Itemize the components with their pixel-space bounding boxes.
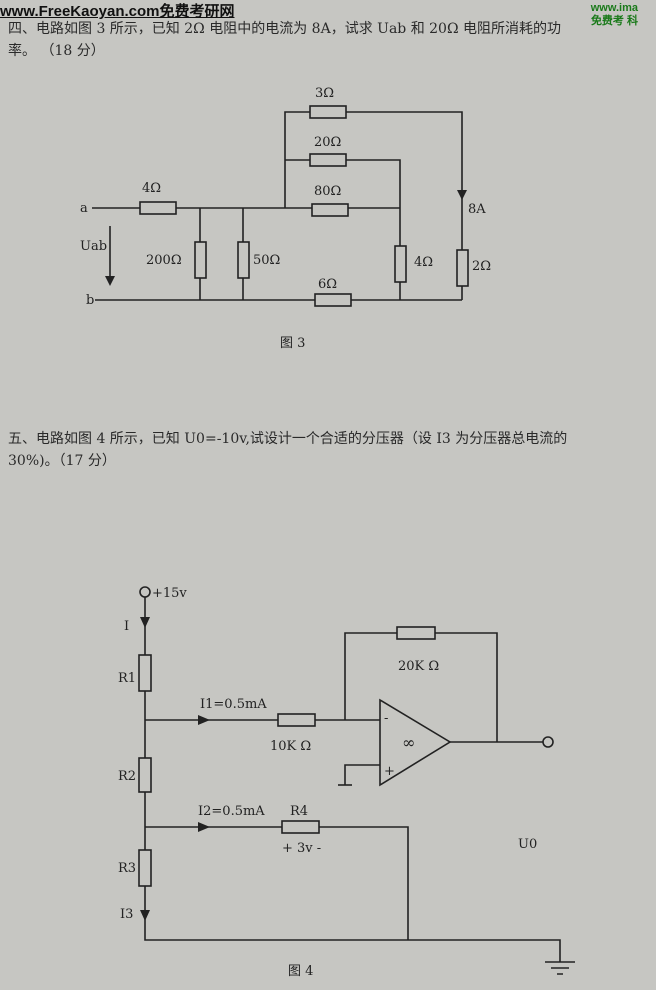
circuit-label: 4Ω <box>414 255 433 270</box>
voltage-arrow-icon <box>105 276 115 286</box>
circuit-label: a <box>80 201 88 216</box>
resistor-r2 <box>138 757 152 793</box>
resistor-10k <box>277 713 316 727</box>
circuit-label: 50Ω <box>253 253 280 268</box>
opamp <box>379 698 452 787</box>
circuit-label: 3Ω <box>315 86 334 101</box>
resistor-80ohm <box>311 203 349 217</box>
figure-4-circuit: +15v I R1 R2 R3 I3 I1=0.5mA 10K Ω I2=0.5… <box>118 586 575 979</box>
circuit-label: I3 <box>120 907 133 922</box>
watermark-site: www.FreeKaoyan.com免费考研网 <box>0 3 235 20</box>
circuit-label: + <box>384 764 395 779</box>
resistor-2ohm <box>456 249 469 287</box>
circuit-label: 4Ω <box>142 181 161 196</box>
circuit-label: I <box>124 619 129 634</box>
current-arrow-icon <box>140 617 150 628</box>
current-arrow-icon <box>198 822 210 832</box>
circuit-label: b <box>86 293 94 308</box>
resistor-r3 <box>138 849 152 887</box>
question-5-text: 五、电路如图 4 所示，已知 U0=-10v,试设计一个合适的分压器（设 I3 … <box>8 431 568 469</box>
circuit-label: R3 <box>118 861 136 876</box>
circuit-label: 图 4 <box>288 964 313 979</box>
circuit-label: 10K Ω <box>270 739 311 754</box>
circuit-label: 80Ω <box>314 184 341 199</box>
resistor-50ohm <box>237 241 250 279</box>
resistor-6ohm <box>314 293 352 307</box>
circuit-label: I1=0.5mA <box>200 697 267 712</box>
circuit-label: R2 <box>118 769 136 784</box>
question-4-text: 四、电路如图 3 所示，已知 2Ω 电阻中的电流为 8A，试求 Uab 和 20… <box>8 21 562 59</box>
circuit-label: 2Ω <box>472 259 491 274</box>
circuit-label: I2=0.5mA <box>198 804 265 819</box>
circuit-label: 20K Ω <box>398 659 439 674</box>
resistor-20ohm <box>309 153 347 167</box>
circuit-label: 图 3 <box>280 336 305 351</box>
circuit-label: R1 <box>118 671 136 686</box>
circuit-label: 200Ω <box>146 253 182 268</box>
circuit-label: R4 <box>290 804 308 819</box>
resistor-r4 <box>281 820 320 834</box>
circuit-wire <box>139 586 151 598</box>
circuit-label: U0 <box>518 837 537 852</box>
output-terminal <box>542 736 554 748</box>
ground-icon <box>545 961 575 975</box>
resistor-3ohm <box>309 105 347 119</box>
circuit-label: - <box>384 711 388 726</box>
resistor-4ohm <box>139 201 177 215</box>
circuit-label: + 3v - <box>282 841 321 856</box>
current-arrow-icon <box>198 715 210 725</box>
circuit-label: 8A <box>468 202 486 217</box>
circuit-label: 20Ω <box>314 135 341 150</box>
resistor-200ohm <box>194 241 207 279</box>
circuit-wire <box>144 597 561 962</box>
circuit-label: +15v <box>152 586 187 601</box>
resistor-r1 <box>138 654 152 692</box>
current-arrow-icon <box>457 190 467 200</box>
circuit-label: Uab <box>80 239 107 254</box>
circuit-label: 6Ω <box>318 277 337 292</box>
figure-3-circuit: a b Uab 4Ω 200Ω 50Ω 3Ω 20Ω 80Ω 4Ω 2Ω 6Ω … <box>80 86 491 351</box>
circuit-label: ∞ <box>402 733 415 752</box>
resistor-4ohm-b <box>394 245 407 283</box>
resistor-20k <box>396 626 436 640</box>
current-arrow-icon <box>140 910 150 921</box>
